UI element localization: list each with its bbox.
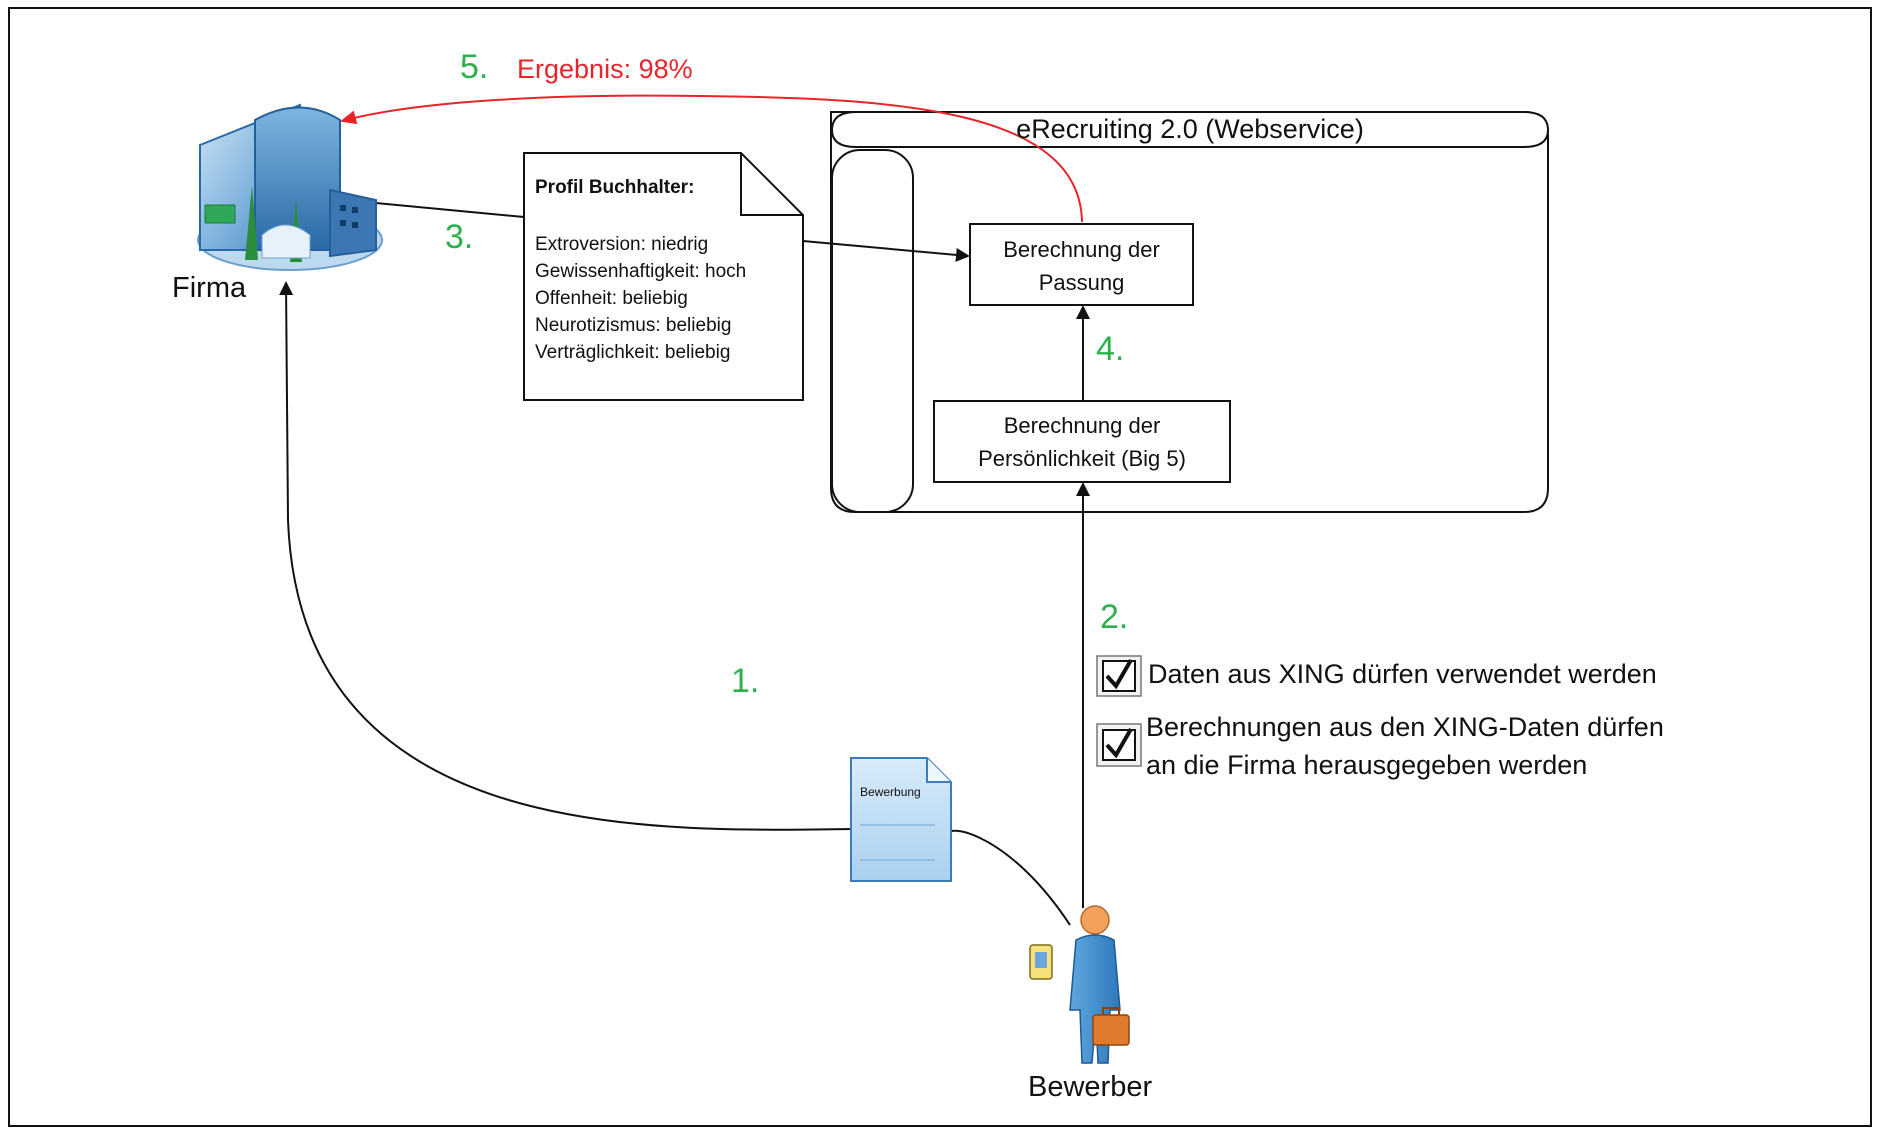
application-document-icon (850, 757, 952, 882)
calc-personality-text: Berechnung der Persönlichkeit (Big 5) (934, 409, 1230, 475)
step-3-label: 3. (445, 218, 474, 256)
profile-line-extroversion: Extroversion: niedrig (535, 234, 709, 255)
result-arrow (340, 94, 1083, 223)
calc-personality-line-1: Berechnung der (1003, 413, 1161, 438)
step-2-label: 2. (1100, 598, 1129, 636)
calc-personality-line-2: Persönlichkeit (Big 5) (978, 446, 1186, 471)
step-1-label: 1. (731, 662, 760, 700)
profile-to-fit-arrow (802, 240, 970, 262)
result-label: Ergebnis: 98% (517, 54, 693, 84)
profile-line-gewissenhaftigkeit: Gewissenhaftigkeit: hoch (535, 261, 747, 282)
webservice-title: eRecruiting 2.0 (Webservice) (1016, 114, 1364, 144)
webservice-side-pane (831, 149, 914, 513)
profile-line-offenheit: Offenheit: beliebig (535, 288, 688, 309)
webservice-container (830, 111, 1550, 513)
profile-title: Profil Buchhalter: (535, 177, 695, 198)
step-4-label: 4. (1096, 330, 1125, 368)
consent-text-1: Daten aus XING dürfen verwendet werden (1148, 659, 1657, 689)
step-5-label: 5. (460, 48, 489, 86)
consent-checkbox-2[interactable] (1096, 723, 1142, 767)
building-icon (197, 103, 383, 271)
consent-checkbox-1[interactable] (1096, 655, 1142, 697)
calc-fit-line-2: Passung (1038, 270, 1125, 295)
consent-text-2-line-2: an die Firma herausgegeben werden (1146, 750, 1588, 780)
firma-profile-line (375, 202, 525, 218)
consent-text-2-line-1: Berechnungen aus den XING-Daten dürfen (1146, 712, 1664, 742)
calc-fit-box (969, 223, 1194, 306)
calc-personality-box (933, 400, 1231, 483)
profile-note (523, 152, 804, 401)
consent-text-2: Berechnungen aus den XING-Daten dürfen a… (1146, 708, 1664, 784)
application-document-label: Bewerbung (860, 785, 921, 799)
bewerber-label: Bewerber (1028, 1071, 1153, 1103)
profile-lines: Extroversion: niedrig Gewissenhaftigkeit… (535, 231, 746, 366)
calc-fit-line-1: Berechnung der (1003, 237, 1160, 262)
profile-line-neurotizismus: Neurotizismus: beliebig (535, 315, 732, 336)
profile-line-vertraeglichkeit: Verträglichkeit: beliebig (535, 342, 731, 363)
webservice-title-bar (830, 111, 1550, 148)
firma-label: Firma (172, 272, 247, 304)
outer-frame (8, 7, 1872, 1127)
person-icon (1029, 905, 1130, 1064)
calc-fit-text: Berechnung der Passung (970, 233, 1193, 299)
